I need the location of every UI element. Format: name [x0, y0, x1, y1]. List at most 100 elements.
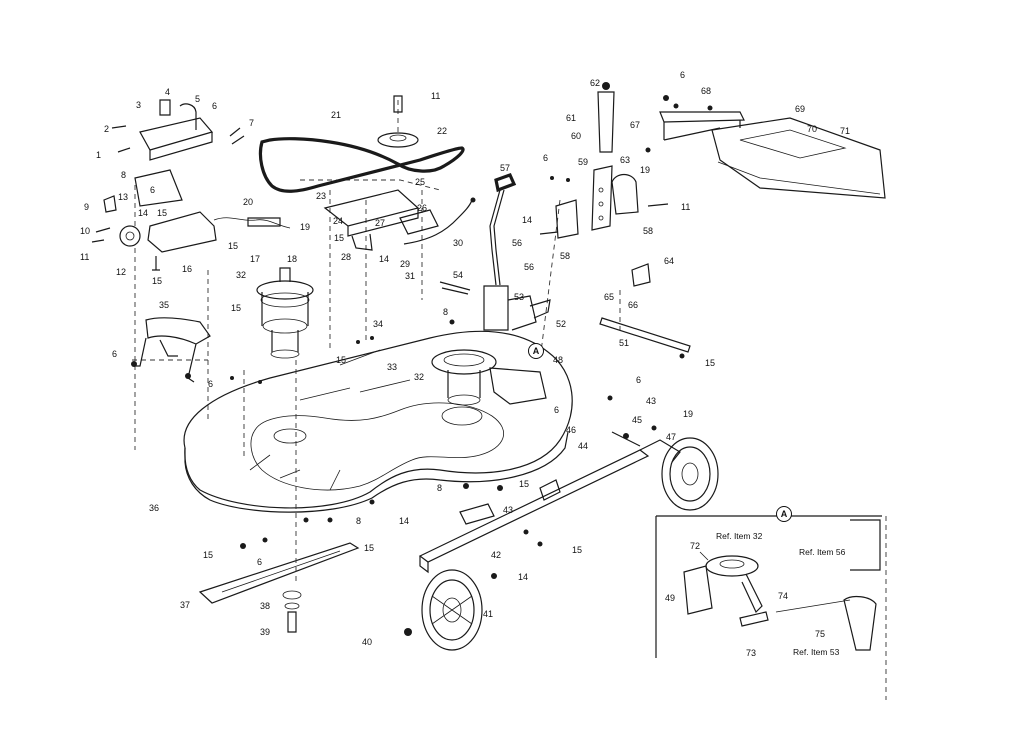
part-label-p30: 30	[453, 238, 464, 248]
part-label-p11b: 11	[80, 252, 90, 262]
belt-21	[258, 95, 465, 193]
wheel-41	[421, 569, 483, 651]
part-label-p46: 46	[566, 425, 577, 435]
part-label-p32b: 32	[414, 372, 425, 382]
part-label-p33: 33	[387, 362, 398, 372]
part-label-p70: 70	[807, 124, 818, 134]
discharge-chute-68-71	[659, 111, 886, 199]
callout-calloutA1: A	[528, 343, 544, 359]
part-label-p42: 42	[491, 550, 502, 560]
part-label-p19b: 19	[640, 165, 651, 175]
part-label-p15h: 15	[519, 479, 530, 489]
part-label-p59: 59	[578, 157, 589, 167]
lift-rod-51	[599, 263, 691, 353]
part-label-p47: 47	[666, 432, 677, 442]
part-label-p10: 10	[80, 226, 91, 236]
part-label-p34: 34	[373, 319, 384, 329]
part-label-p6i: 6	[257, 557, 263, 567]
part-label-p65: 65	[604, 292, 615, 302]
part-label-p14b: 14	[379, 254, 390, 264]
part-label-p71: 71	[840, 126, 851, 136]
part-label-p74: 74	[778, 591, 789, 601]
detail-a-frame	[655, 515, 887, 700]
blade-37	[198, 542, 360, 633]
part-label-p40: 40	[362, 637, 373, 647]
part-label-p51: 51	[619, 338, 630, 348]
idler-assembly-8-16	[91, 169, 291, 271]
part-label-p3: 3	[136, 100, 142, 110]
part-label-p39: 39	[260, 627, 271, 637]
part-label-p6b: 6	[150, 185, 156, 195]
part-label-p6a: 6	[212, 101, 218, 111]
part-label-p6d: 6	[208, 379, 214, 389]
part-label-p37: 37	[180, 600, 191, 610]
part-label-p15c: 15	[228, 241, 239, 251]
part-label-p9: 9	[84, 202, 90, 212]
part-label-p35: 35	[159, 300, 170, 310]
part-label-p23: 23	[316, 191, 327, 201]
part-label-p63: 63	[620, 155, 631, 165]
part-label-p64: 64	[664, 256, 675, 266]
part-label-p21: 21	[331, 110, 342, 120]
cover-plate-23-31	[323, 189, 476, 295]
reference-label-ref53: Ref. Item 53	[793, 647, 840, 657]
part-label-p2: 2	[104, 124, 110, 134]
part-label-p56b: 56	[524, 262, 535, 272]
part-label-p14e: 14	[518, 572, 529, 582]
reference-label-ref56: Ref. Item 56	[799, 547, 846, 557]
front-axle-42	[418, 449, 650, 574]
part-label-p67: 67	[630, 120, 641, 130]
part-label-p15e: 15	[231, 303, 242, 313]
part-label-p15f: 15	[336, 355, 347, 365]
part-label-p15k: 15	[572, 545, 583, 555]
part-label-p69: 69	[795, 104, 806, 114]
part-label-p12: 12	[116, 267, 127, 277]
part-label-p73: 73	[746, 648, 757, 658]
part-label-p15b: 15	[152, 276, 163, 286]
part-label-p14d: 14	[399, 516, 410, 526]
part-label-p15j: 15	[203, 550, 214, 560]
part-label-p27: 27	[375, 218, 386, 228]
part-label-p28: 28	[341, 252, 352, 262]
part-label-p8b: 8	[443, 307, 449, 317]
part-label-p58a: 58	[560, 251, 571, 261]
part-label-p8c: 8	[437, 483, 443, 493]
part-label-p66: 66	[628, 300, 639, 310]
front-bracket-35	[134, 317, 211, 383]
part-label-p22: 22	[437, 126, 448, 136]
part-label-p57: 57	[500, 163, 511, 173]
reference-label-ref32: Ref. Item 32	[716, 531, 763, 541]
detail-a-parts	[683, 519, 881, 651]
part-label-p62: 62	[590, 78, 601, 88]
part-label-p6c: 6	[112, 349, 118, 359]
part-label-p75: 75	[815, 629, 826, 639]
part-label-p4: 4	[165, 87, 171, 97]
part-label-p25: 25	[415, 177, 426, 187]
part-label-p41: 41	[483, 609, 494, 619]
part-label-p6g: 6	[636, 375, 642, 385]
part-label-p16: 16	[182, 264, 193, 274]
part-label-p19a: 19	[300, 222, 311, 232]
part-label-p38: 38	[260, 601, 271, 611]
part-label-p19c: 19	[683, 409, 694, 419]
part-label-p49: 49	[665, 593, 676, 603]
part-label-p11c: 11	[681, 202, 691, 212]
bracket-assembly-1-7	[111, 99, 245, 161]
part-label-p26: 26	[417, 203, 428, 213]
part-label-p54: 54	[453, 270, 464, 280]
part-label-p43a: 43	[646, 396, 657, 406]
part-label-p7: 7	[249, 118, 255, 128]
part-label-p45: 45	[632, 415, 643, 425]
part-label-p6f: 6	[680, 70, 686, 80]
part-label-p8a: 8	[121, 170, 127, 180]
part-label-p18: 18	[287, 254, 298, 264]
part-label-p24: 24	[333, 216, 344, 226]
part-label-p14a: 14	[138, 208, 149, 218]
part-label-p72: 72	[690, 541, 701, 551]
part-label-p20: 20	[243, 197, 254, 207]
part-label-p32a: 32	[236, 270, 247, 280]
part-label-p29: 29	[400, 259, 411, 269]
fasteners	[131, 95, 713, 636]
